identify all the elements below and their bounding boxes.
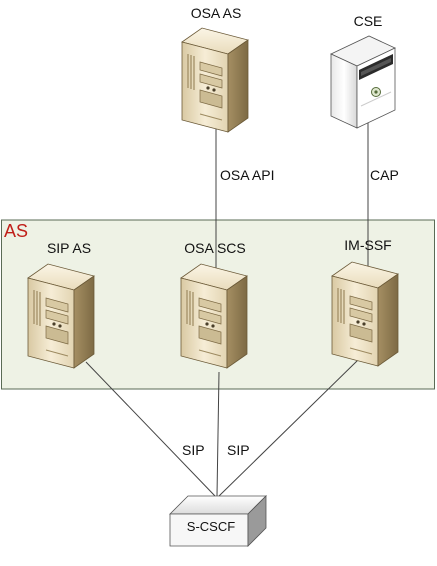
sip-right-label: SIP bbox=[227, 442, 250, 458]
osa-scs-server-icon bbox=[180, 263, 248, 369]
sip-left-label: SIP bbox=[182, 442, 205, 458]
connections bbox=[85, 120, 369, 497]
im-ssf-label: IM-SSF bbox=[344, 237, 391, 253]
cap-label: CAP bbox=[370, 167, 399, 183]
link-sip-as-to-s-cscf bbox=[85, 361, 216, 497]
s-cscf-label: S-CSCF bbox=[187, 519, 235, 534]
sip-as-server-icon bbox=[27, 263, 95, 369]
s-cscf-switch-icon bbox=[169, 495, 267, 547]
cse-label: CSE bbox=[354, 13, 383, 29]
link-osa-scs-to-s-cscf bbox=[216, 371, 220, 497]
as-group-title: AS bbox=[4, 221, 28, 241]
sip-as-label: SIP AS bbox=[47, 240, 91, 256]
osa-as-label: OSA AS bbox=[191, 5, 242, 21]
osa-scs-label: OSA SCS bbox=[184, 240, 245, 256]
cse-server-icon bbox=[330, 35, 396, 129]
osa-as-server-icon bbox=[181, 27, 249, 133]
im-ssf-server-icon bbox=[331, 261, 399, 367]
link-im-ssf-to-s-cscf bbox=[218, 359, 359, 497]
osa-api-label: OSA API bbox=[220, 167, 274, 183]
